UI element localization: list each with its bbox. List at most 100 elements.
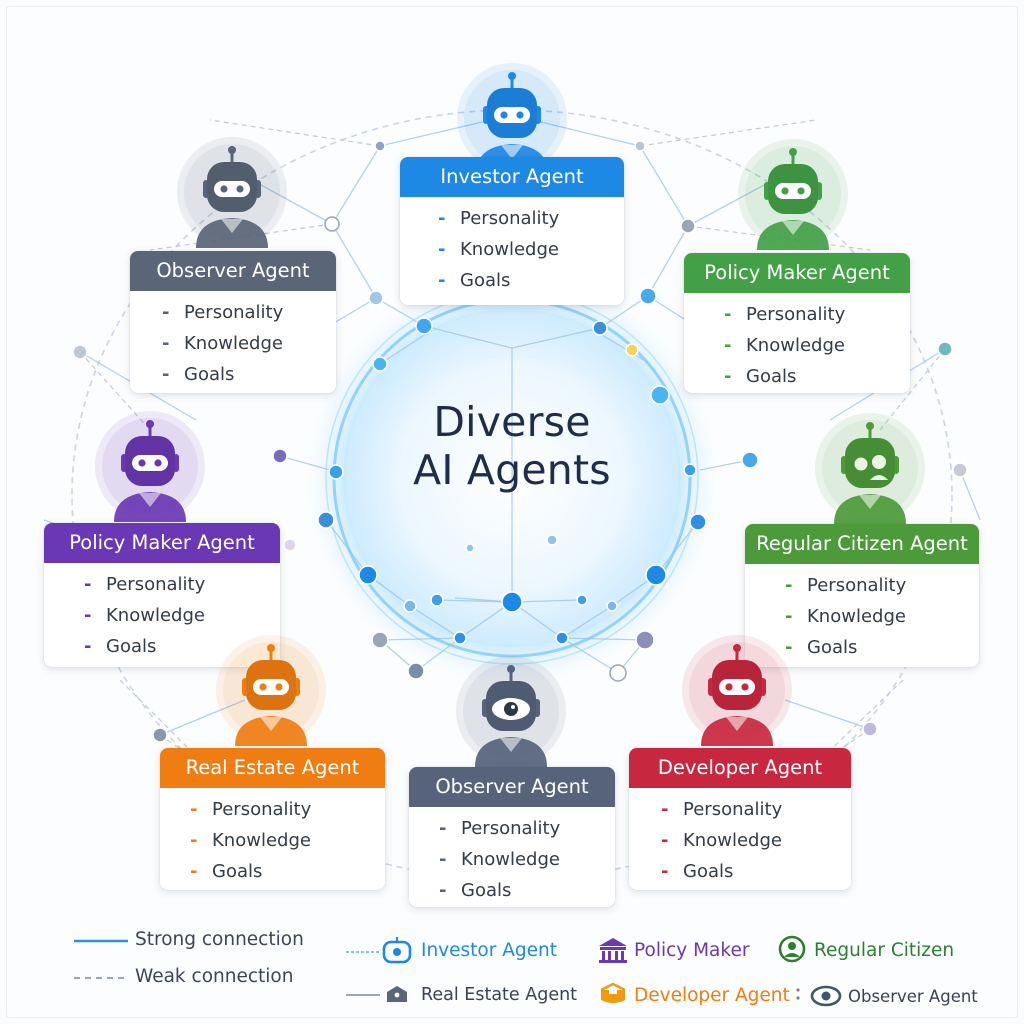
- legend-weak-connection: Weak connection: [135, 966, 294, 987]
- agent-attribute: -Personality: [162, 297, 336, 328]
- legend-strong-connection: Strong connection: [135, 929, 304, 950]
- policy-left-card[interactable]: Policy Maker Agent -Personality-Knowledg…: [44, 523, 280, 667]
- legend-regular-citizen: Regular Citizen: [814, 940, 955, 961]
- agent-attribute: -Personality: [438, 203, 624, 234]
- attribute-label: Goals: [807, 637, 858, 658]
- policy-right-card[interactable]: Policy Maker Agent -Personality-Knowledg…: [684, 253, 910, 393]
- network-node: [358, 565, 378, 585]
- developer-legend-icon: [600, 982, 626, 1003]
- agent-attributes: -Personality-Knowledge-Goals: [629, 788, 851, 887]
- attribute-label: Goals: [683, 861, 734, 882]
- investor-card[interactable]: Investor Agent -Personality-Knowledge-Go…: [400, 157, 624, 305]
- agent-attributes: -Personality-Knowledge-Goals: [44, 563, 280, 662]
- investor-legend-icon: [382, 937, 412, 964]
- strong-connection-line: [959, 469, 981, 521]
- developer-avatar: [681, 634, 793, 746]
- attribute-label: Personality: [106, 574, 206, 595]
- strong-connection-line: [561, 637, 646, 641]
- network-node: [634, 140, 646, 152]
- strong-connection-line: [511, 599, 583, 603]
- developer-card[interactable]: Developer Agent -Personality-Knowledge-G…: [629, 748, 851, 890]
- agent-name: Developer Agent: [629, 748, 851, 788]
- agent-attribute: -Personality: [84, 569, 280, 600]
- network-node: [689, 513, 707, 531]
- attribute-bullet: -: [84, 605, 92, 626]
- network-node: [645, 564, 667, 586]
- robot-avatar-icon: [216, 635, 326, 746]
- robot-avatar-icon: [682, 635, 792, 746]
- agent-attributes: -Personality-Knowledge-Goals: [684, 293, 910, 392]
- agent-attribute: -Goals: [785, 632, 979, 663]
- network-node: [415, 317, 433, 335]
- attribute-label: Personality: [746, 304, 846, 325]
- network-node: [683, 463, 697, 477]
- agent-attributes: -Personality-Knowledge-Goals: [130, 291, 336, 390]
- strong-connection-line: [423, 325, 513, 349]
- attribute-bullet: -: [162, 333, 170, 354]
- attribute-bullet: -: [785, 606, 793, 627]
- realestate-card[interactable]: Real Estate Agent -Personality-Knowledge…: [160, 748, 385, 890]
- network-node: [317, 511, 335, 529]
- attribute-bullet: -: [785, 575, 793, 596]
- attribute-bullet: -: [724, 366, 732, 387]
- strong-connection-line: [647, 225, 689, 297]
- network-node: [546, 534, 558, 546]
- agent-attribute: -Goals: [162, 359, 336, 390]
- network-node: [635, 630, 655, 650]
- citizen-legend-icon: [778, 935, 806, 963]
- attribute-bullet: -: [439, 849, 447, 870]
- attribute-bullet: -: [162, 302, 170, 323]
- network-node: [639, 287, 657, 305]
- attribute-bullet: -: [785, 637, 793, 658]
- strong-connection-line: [409, 605, 461, 639]
- attribute-bullet: -: [190, 799, 198, 820]
- strong-connection-line: [331, 223, 377, 299]
- network-node: [576, 594, 588, 606]
- agent-name: Regular Citizen Agent: [745, 524, 979, 564]
- legend-developer-agent: Developer Agent: [634, 985, 790, 1006]
- observer-top-card[interactable]: Observer Agent -Personality-Knowledge-Go…: [130, 251, 336, 393]
- legend-investor-agent: Investor Agent: [421, 940, 557, 961]
- strong-connection-line: [561, 637, 619, 674]
- legend-policy-maker: Policy Maker: [634, 940, 750, 961]
- realestate-legend-icon: [387, 986, 407, 1002]
- strong-connection-line: [375, 297, 425, 327]
- robot-avatar-icon: [95, 411, 205, 522]
- strong-connection-line: [159, 699, 246, 736]
- legend-observer-agent: Observer Agent: [848, 987, 978, 1006]
- network-node: [592, 320, 608, 336]
- agent-attributes: -Personality-Knowledge-Goals: [409, 807, 615, 906]
- policy-legend-icon: [599, 938, 627, 963]
- agent-attribute: -Personality: [661, 794, 851, 825]
- agent-attribute: -Goals: [661, 856, 851, 887]
- network-nodes: [72, 140, 968, 743]
- center-title-line1: Diverse: [433, 398, 591, 446]
- center-title: Diverse AI Agents: [362, 398, 662, 494]
- agent-name: Policy Maker Agent: [684, 253, 910, 293]
- citizen-card[interactable]: Regular Citizen Agent -Personality-Knowl…: [745, 524, 979, 667]
- attribute-bullet: -: [724, 335, 732, 356]
- strong-connection-line: [325, 519, 369, 576]
- agent-attribute: -Knowledge: [439, 844, 615, 875]
- agent-attribute: -Knowledge: [190, 825, 385, 856]
- attribute-label: Goals: [460, 270, 511, 291]
- agent-attribute: -Personality: [724, 299, 910, 330]
- attribute-label: Knowledge: [461, 849, 560, 870]
- observer-bottom-card[interactable]: Observer Agent -Personality-Knowledge-Go…: [409, 767, 615, 907]
- attribute-label: Knowledge: [807, 606, 906, 627]
- strong-connection-line: [784, 699, 871, 730]
- robot-avatar-icon: [177, 137, 287, 248]
- agent-attribute: -Knowledge: [785, 601, 979, 632]
- attribute-bullet: -: [190, 861, 198, 882]
- center-title-line2: AI Agents: [413, 446, 611, 494]
- strong-connection-line: [379, 329, 433, 365]
- attribute-bullet: -: [439, 880, 447, 901]
- agent-attribute: -Knowledge: [162, 328, 336, 359]
- observer-bottom-avatar: [455, 655, 567, 767]
- attribute-bullet: -: [84, 636, 92, 657]
- weak-connection-line: [119, 679, 201, 761]
- network-node: [430, 593, 444, 607]
- strong-connection-line: [655, 521, 699, 576]
- network-node: [72, 344, 88, 360]
- attribute-bullet: -: [162, 364, 170, 385]
